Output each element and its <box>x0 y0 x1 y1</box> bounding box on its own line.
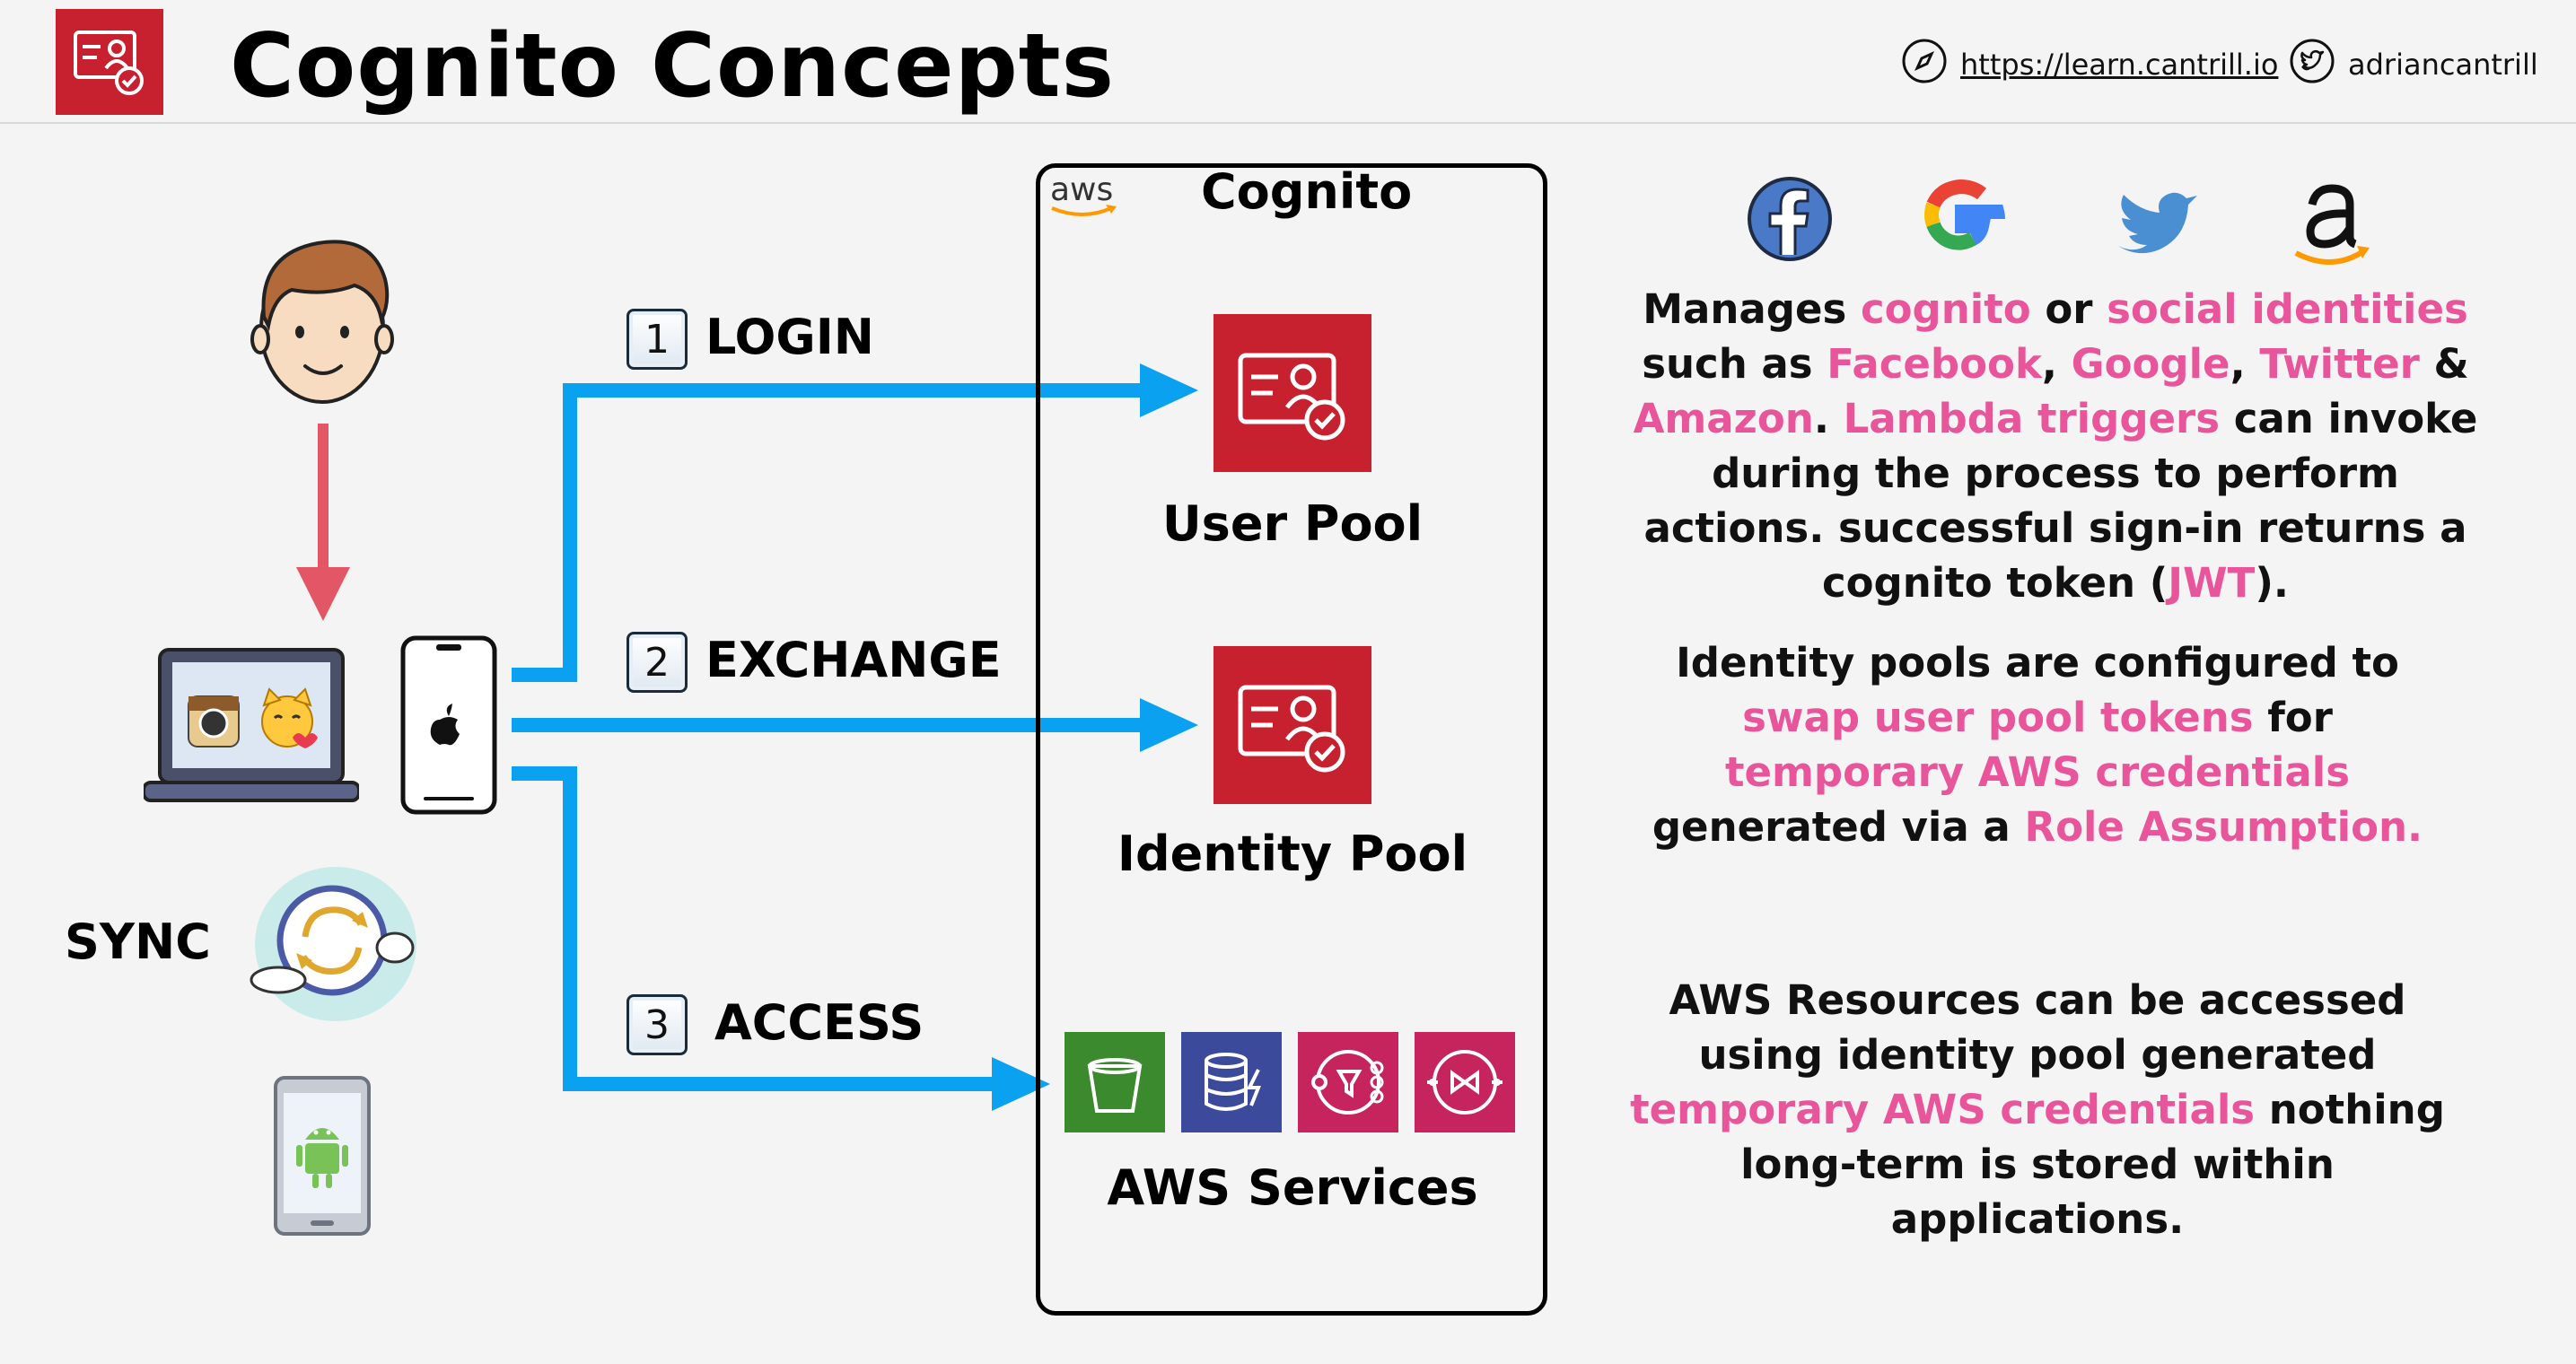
iphone-icon <box>400 635 497 818</box>
login-arrow-head <box>1140 363 1198 417</box>
login-arrow <box>512 383 1144 682</box>
description-text: Manages <box>1643 285 1861 333</box>
aws-logo: aws <box>1050 171 1117 216</box>
highlight-text: Facebook <box>1827 340 2042 388</box>
cognito-header-icon <box>56 9 163 115</box>
user-down-arrow-head <box>296 567 350 621</box>
description-text: & <box>2419 340 2469 388</box>
cognito-title: Cognito <box>1201 163 1413 220</box>
sync-label: SYNC <box>65 914 211 970</box>
exchange-arrow-head <box>1140 698 1198 752</box>
aws-smile-icon <box>1051 205 1117 216</box>
description-text: Identity pools are configured to <box>1676 639 2399 686</box>
s3-bucket-icon <box>1065 1032 1165 1136</box>
step-3-label: ACCESS <box>714 994 924 1051</box>
twitter-handle[interactable]: adriancantrill <box>2348 48 2538 82</box>
description-aws-resources: AWS Resources can be accessed using iden… <box>1616 973 2459 1246</box>
cognito-container <box>1036 163 1547 1316</box>
sqs-icon <box>1415 1032 1515 1136</box>
access-arrow <box>512 766 996 1091</box>
highlight-text: JWT <box>2168 559 2256 607</box>
description-text: AWS Resources can be accessed using iden… <box>1669 976 2406 1079</box>
step-3-badge: 3 <box>626 994 688 1055</box>
user-pool-icon <box>1214 314 1371 476</box>
dynamodb-icon <box>1181 1032 1282 1136</box>
header-divider <box>0 122 2576 124</box>
twitter-link[interactable]: adriancantrill <box>2289 38 2538 92</box>
sync-cloud-icon <box>242 854 422 1028</box>
highlight-text: cognito <box>1860 285 2031 333</box>
amazon-icon <box>2287 178 2373 275</box>
highlight-text: swap user pool tokens <box>1742 694 2254 741</box>
description-text: generated via a <box>1652 803 2025 851</box>
access-arrow-head <box>992 1057 1050 1111</box>
facebook-icon <box>1747 176 1833 266</box>
description-text: nothing long-term is stored within appli… <box>1740 1086 2445 1243</box>
highlight-text: Twitter <box>2259 340 2420 388</box>
description-text: , <box>2230 340 2260 388</box>
description-text: or <box>2030 285 2107 333</box>
compass-icon <box>1901 38 1948 92</box>
highlight-text: Amazon <box>1633 395 1814 442</box>
google-icon <box>1919 176 2005 266</box>
description-text: for <box>2253 694 2333 741</box>
user-avatar-icon <box>248 232 397 415</box>
sns-icon <box>1298 1032 1398 1136</box>
website-url[interactable]: https://learn.cantrill.io <box>1960 48 2279 82</box>
highlight-text: Lambda triggers <box>1843 395 2221 442</box>
highlight-text: temporary AWS credentials <box>1630 1086 2256 1133</box>
description-text: can invoke during the process to perform… <box>1643 395 2478 607</box>
highlight-text: Google <box>2071 340 2230 388</box>
identity-pool-icon <box>1214 646 1371 808</box>
aws-logo-text: aws <box>1050 171 1114 208</box>
description-text: ). <box>2255 559 2290 607</box>
twitter-small-icon <box>2289 38 2335 92</box>
highlight-text: temporary AWS credentials <box>1725 748 2350 796</box>
description-identity-pools: Identity pools are configured to swap us… <box>1634 635 2441 854</box>
twitter-icon <box>2115 183 2204 264</box>
step-2-badge: 2 <box>626 632 688 693</box>
user-pool-label: User Pool <box>1161 495 1424 552</box>
highlight-text: Role Assumption. <box>2024 803 2423 851</box>
description-text: such as <box>1642 340 1827 388</box>
identity-pool-label: Identity Pool <box>1117 826 1468 882</box>
aws-services-label: AWS Services <box>1107 1159 1478 1216</box>
description-text: , <box>2041 340 2072 388</box>
description-social-identities: Manages cognito or social identities suc… <box>1616 282 2495 610</box>
step-1-label: LOGIN <box>705 309 874 365</box>
step-2-label: EXCHANGE <box>705 632 1002 688</box>
step-1-badge: 1 <box>626 309 688 370</box>
android-phone-icon <box>273 1075 372 1240</box>
description-text: . <box>1813 395 1844 442</box>
website-link[interactable]: https://learn.cantrill.io <box>1901 38 2278 92</box>
page-title: Cognito Concepts <box>230 15 1115 118</box>
laptop-icon <box>142 644 361 809</box>
highlight-text: social identities <box>2107 285 2468 333</box>
